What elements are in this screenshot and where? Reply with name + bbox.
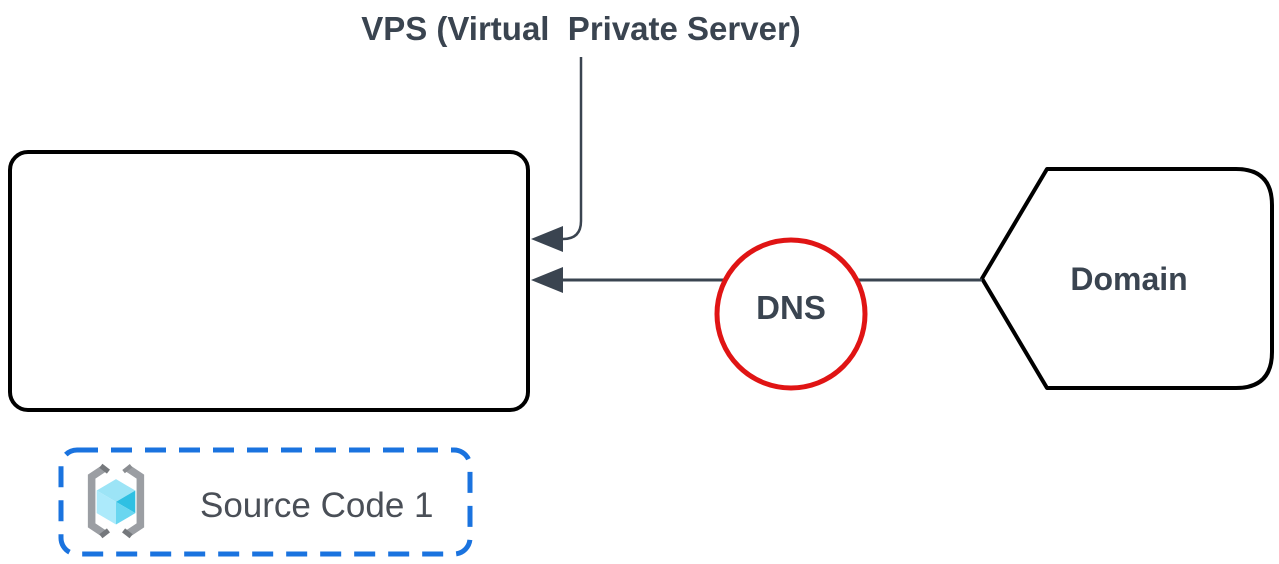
vps-title-connector-arrowhead-icon — [531, 226, 563, 252]
source-code-dashed-border — [58, 447, 473, 557]
bracket-bevel — [99, 528, 110, 539]
vps-box-shape — [8, 150, 530, 412]
right-bracket-icon — [125, 465, 145, 537]
dns-circle-shape — [714, 237, 868, 391]
cube-icon — [96, 479, 136, 525]
left-bracket-icon — [87, 465, 107, 537]
dns-label: DNS — [756, 289, 826, 326]
bracket-bevel — [122, 464, 133, 474]
vps-title-label: VPS (Virtual Private Server) — [361, 10, 801, 47]
source-code-label: Source Code 1 — [200, 486, 434, 525]
domain-connector-arrowhead-icon — [531, 267, 563, 293]
bracket-bevel — [122, 528, 133, 539]
domain-label: Domain — [1070, 261, 1188, 297]
vps-title-connector-line — [562, 57, 583, 241]
bracket-bevel — [99, 463, 110, 474]
domain-node-shape — [980, 167, 1274, 390]
cube-in-brackets-icon — [87, 463, 145, 539]
